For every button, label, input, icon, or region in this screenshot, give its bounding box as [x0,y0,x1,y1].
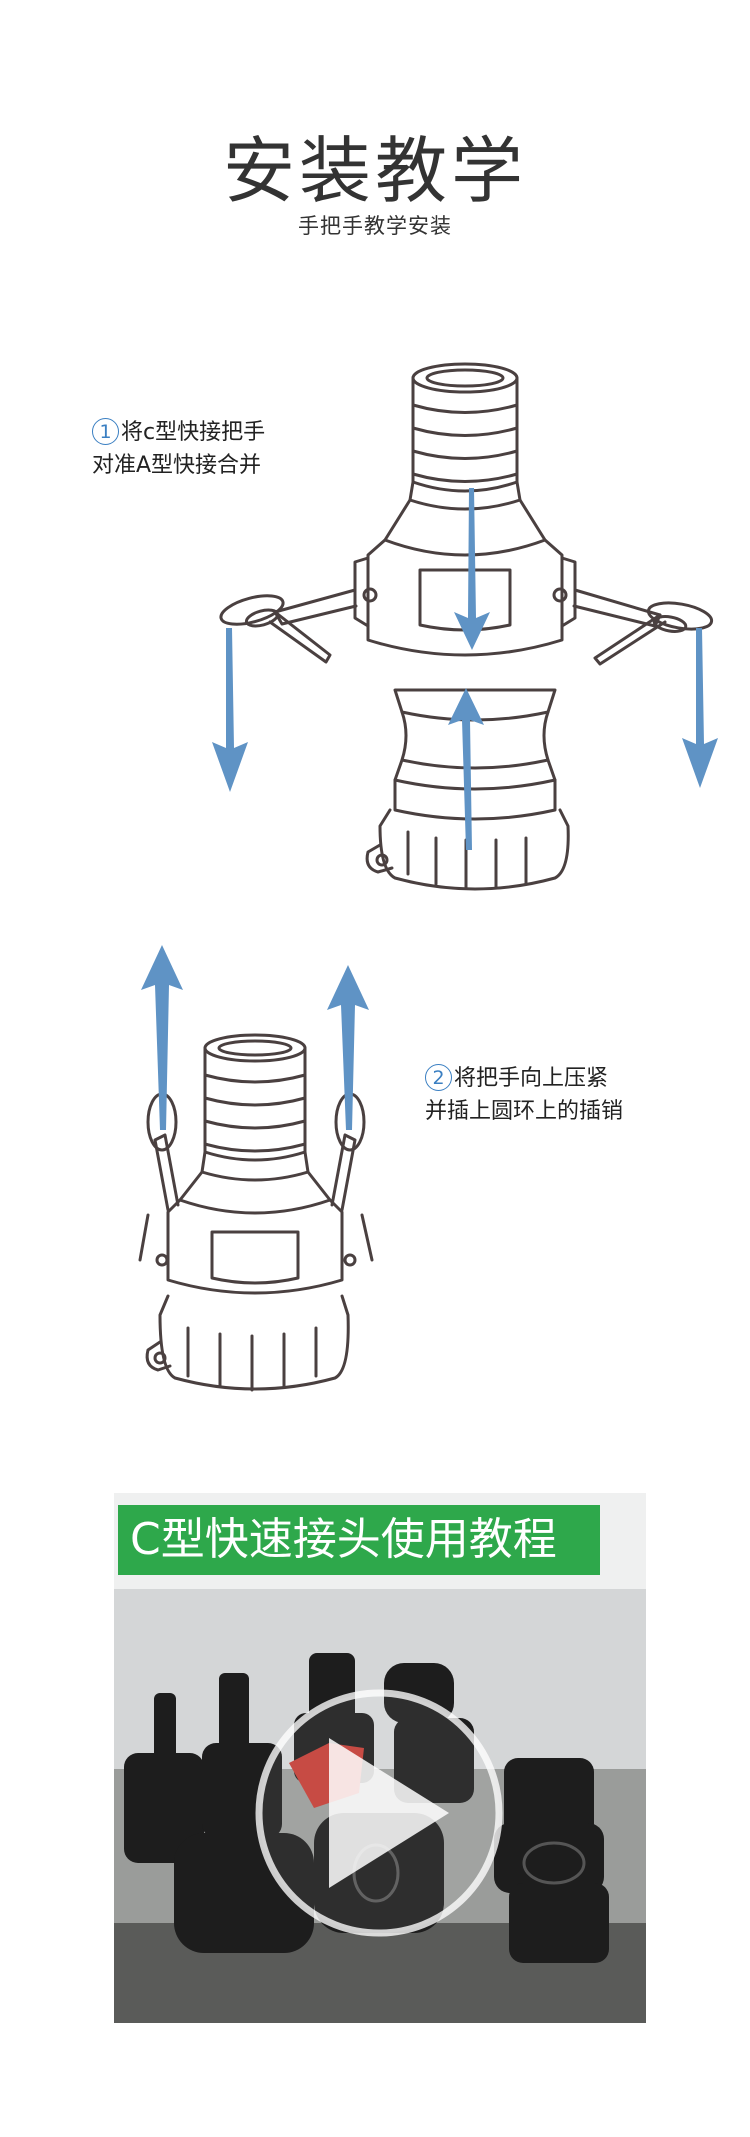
step-2-number: 2 [425,1064,452,1091]
connected-coupler-drawing [138,1033,374,1392]
step-1-text-1: 将c型快接把手 [121,420,266,445]
step-2-text-2: 并插上圆环上的插销 [425,1099,624,1124]
direction-arrows-1 [212,488,718,850]
step-2-text-1: 将把手向上压紧 [454,1066,609,1091]
step-1-text-2: 对准A型快接合并 [92,453,262,478]
c-type-coupler-drawing [219,362,714,666]
a-type-adapter-drawing [365,688,570,891]
direction-arrows-2 [141,945,369,1130]
coupler-illustrations [138,362,718,1392]
video-scene [114,1589,646,2023]
page-subtitle: 手把手教学安装 [298,214,452,238]
tutorial-video-thumbnail[interactable]: C型快速接头使用教程 [114,1493,646,2023]
step-1-number: 1 [92,418,119,445]
play-icon[interactable] [255,1689,503,1937]
video-title: C型快速接头使用教程 [118,1505,600,1575]
page-title: 安装教学 [222,129,527,213]
